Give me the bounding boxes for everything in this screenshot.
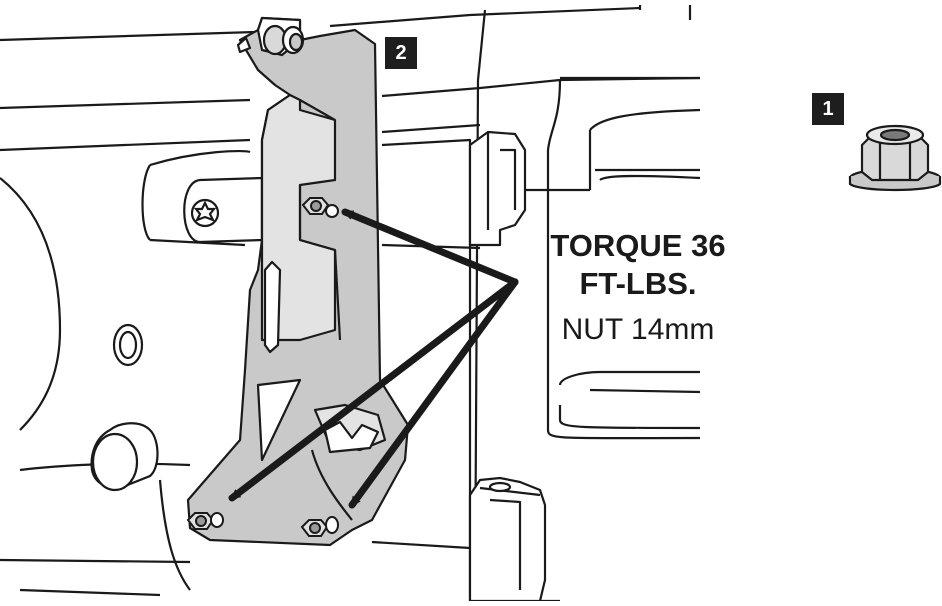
hex-nut-icon (301, 197, 339, 218)
body-plugs (90, 323, 159, 492)
flange-nut-icon (848, 124, 942, 192)
arrow-upper-nut (341, 208, 519, 286)
torque-arrows (228, 208, 519, 509)
door-panel (520, 5, 701, 440)
part-badge-nut: 1 (812, 93, 844, 125)
part-badge-bracket: 2 (385, 37, 417, 69)
torx-bolt-icon (193, 200, 217, 223)
body-slot (183, 176, 264, 244)
hex-nut-icon (300, 516, 339, 537)
upper-hinge (468, 130, 527, 247)
lower-hinge (468, 476, 547, 603)
torque-spec-line1: TORQUE 36 (550, 228, 726, 263)
nut-size-label: NUT 14mm (561, 313, 715, 346)
arrow-lower-right-nut (348, 278, 519, 509)
arrow-lower-left-nut (228, 278, 519, 502)
hex-nut-icon (186, 512, 224, 530)
bracket (186, 16, 410, 547)
torque-spec-line2: FT-LBS. (579, 266, 697, 301)
